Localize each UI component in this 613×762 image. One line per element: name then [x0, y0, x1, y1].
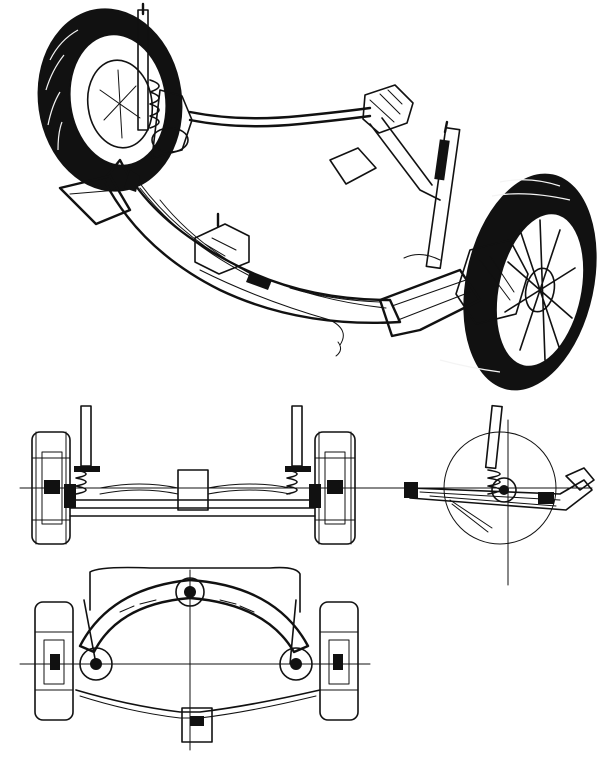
side-elevation-view: [359, 404, 595, 586]
plan-view-left-wheel: [34, 601, 74, 721]
plan-view-rear-mount: [181, 707, 213, 743]
left-strut: [137, 2, 193, 159]
subframe-crossmember: [58, 158, 482, 338]
front-view-right-strut: [285, 405, 311, 495]
perspective-view: [37, 2, 597, 391]
side-view-lower-arm: [404, 467, 595, 533]
front-elevation-view: [19, 405, 451, 545]
right-strut: [425, 120, 461, 270]
brake-line: [199, 254, 441, 357]
plan-view-subframe: [78, 578, 310, 654]
front-view-crossmember: [64, 469, 321, 517]
right-mount: [329, 84, 441, 201]
left-wheel: [37, 8, 183, 192]
right-wheel: [439, 173, 597, 391]
plan-view-right-wheel: [319, 601, 359, 721]
plan-view-anti-roll-bar: [89, 566, 301, 613]
plan-view: [19, 566, 371, 751]
front-view-left-strut: [74, 405, 100, 495]
anti-roll-bar: [188, 106, 372, 128]
